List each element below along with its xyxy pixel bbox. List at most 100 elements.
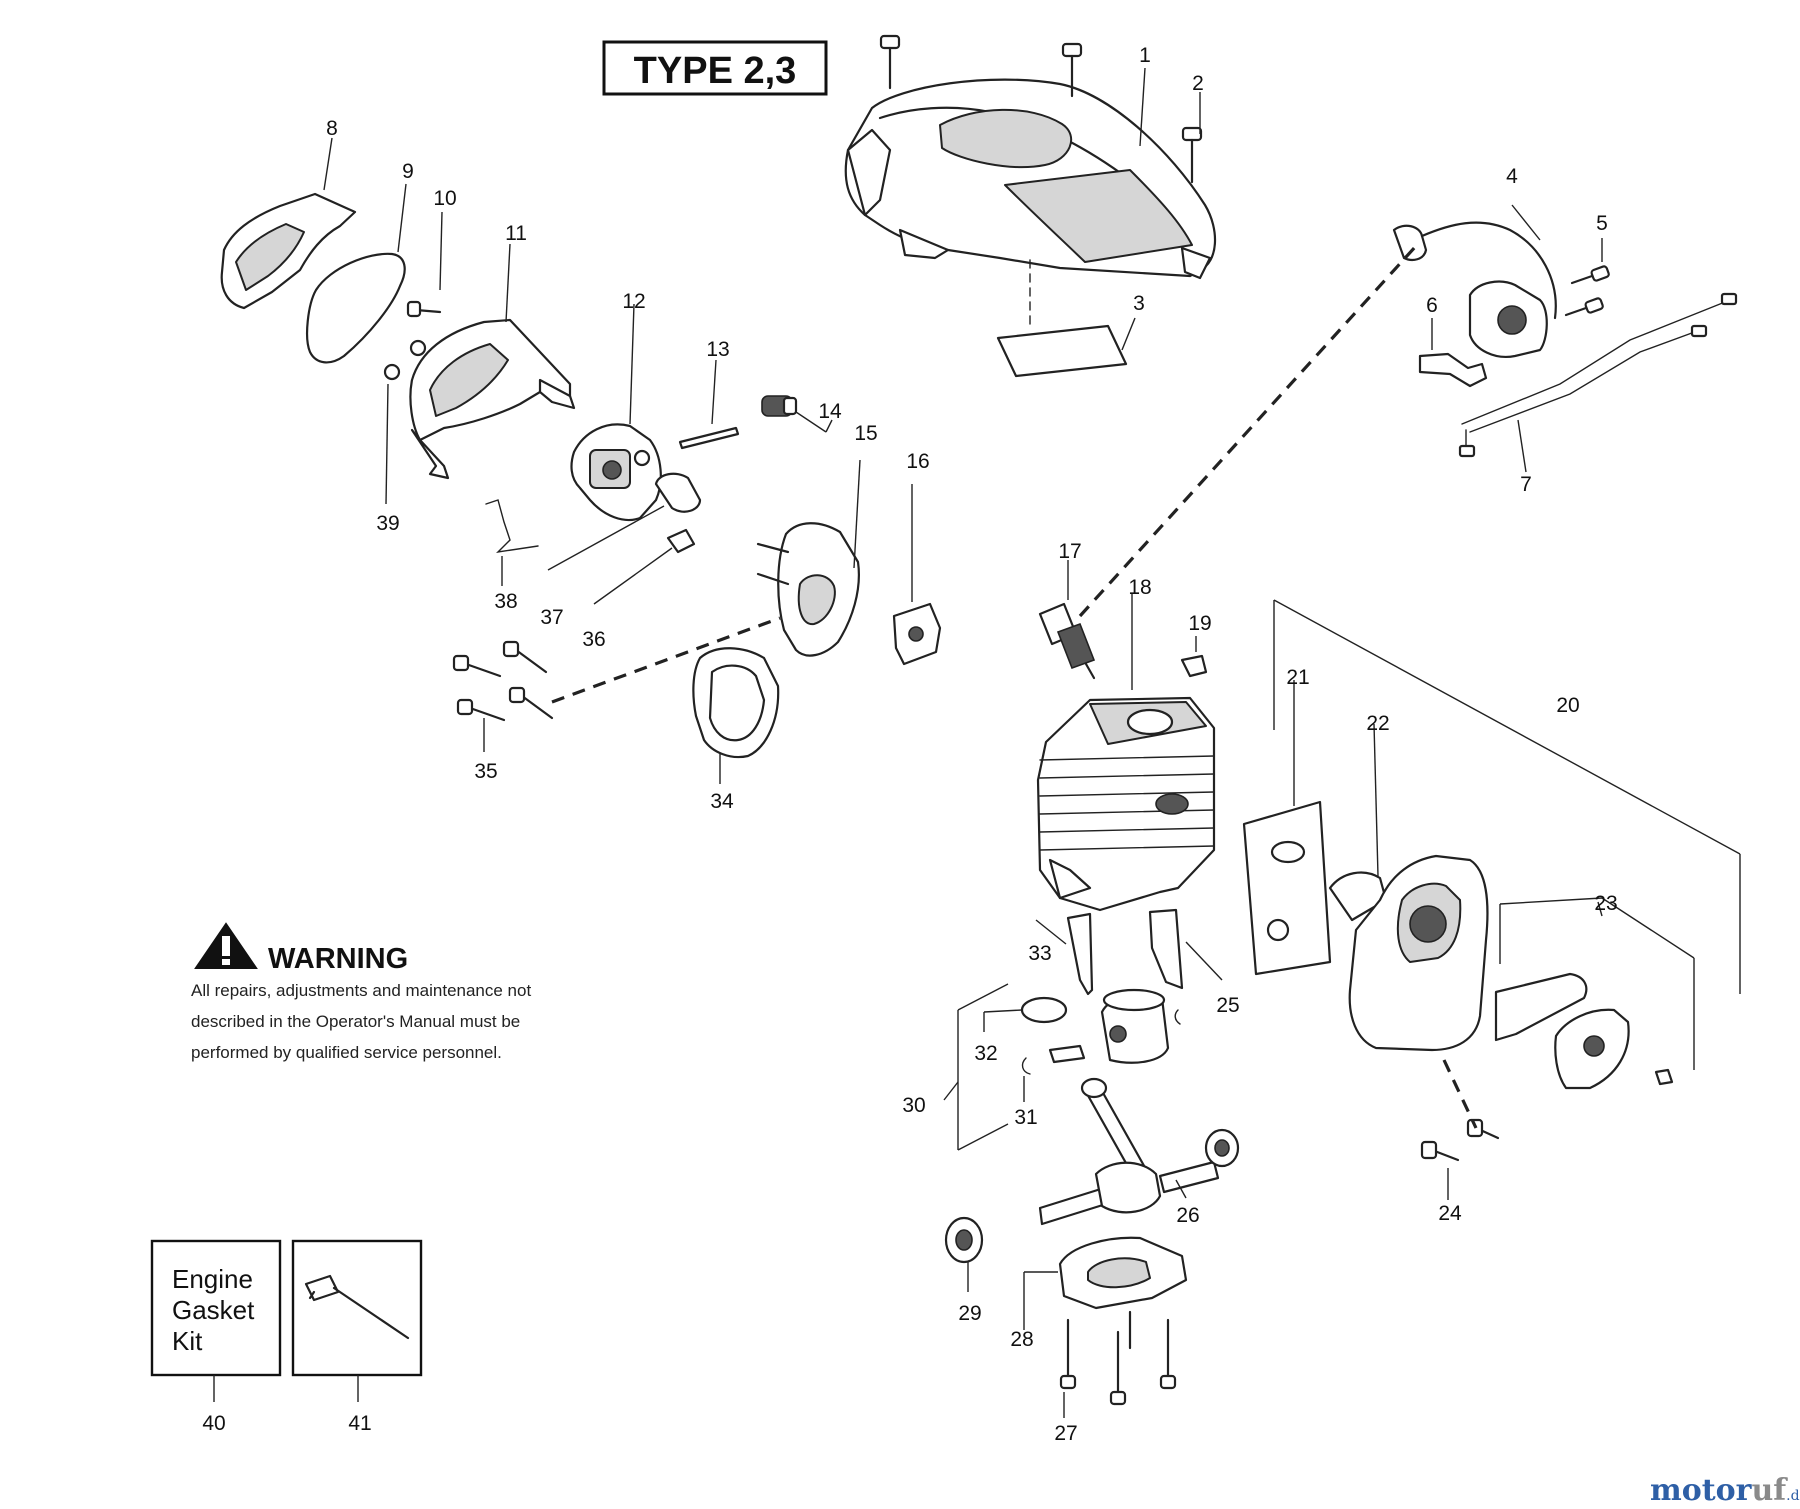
label-23: 23 [1594, 892, 1617, 915]
label-29: 29 [958, 1302, 981, 1325]
part-40-gasket-kit-box: Engine Gasket Kit [150, 1239, 282, 1402]
part-15-intake-plate [756, 459, 861, 657]
part-31-circlip [1021, 1057, 1031, 1102]
label-40: 40 [202, 1412, 225, 1435]
part-20-muffler-bracket-lines [1273, 599, 1741, 994]
label-22: 22 [1366, 712, 1389, 735]
label-41: 41 [348, 1412, 371, 1435]
label-17: 17 [1058, 540, 1081, 563]
part-14-primer [761, 395, 833, 433]
part-17-spark-plug [1038, 560, 1096, 680]
part-34-boot [692, 647, 780, 784]
part-10-screw [406, 211, 443, 318]
label-36: 36 [582, 628, 605, 651]
label-32: 32 [974, 1042, 997, 1065]
part-26-bearing [1204, 1128, 1240, 1168]
part-13-rod [678, 359, 740, 450]
warning-line-2: described in the Operator's Manual must … [191, 1012, 520, 1031]
label-11: 11 [505, 222, 527, 245]
gasket-kit-line-2: Gasket [172, 1295, 255, 1325]
part-8-air-filter-cover [220, 137, 357, 310]
part-19-clip [1180, 636, 1208, 678]
part-22-muffler [1328, 723, 1489, 1052]
label-10: 10 [433, 187, 456, 210]
label-14: 14 [818, 400, 842, 423]
gasket-kit-line-3: Kit [172, 1326, 203, 1356]
part-1-bolts [879, 34, 1083, 98]
label-28: 28 [1010, 1328, 1033, 1351]
label-31: 31 [1014, 1106, 1037, 1129]
part-11-air-box [409, 243, 576, 480]
label-21: 21 [1286, 666, 1309, 689]
part-4-ignition-module [1392, 204, 1557, 358]
part-41-tool-box [291, 1239, 423, 1402]
label-8: 8 [326, 117, 338, 140]
part-18-cylinder [1036, 594, 1216, 912]
part-16-gasket [892, 484, 942, 666]
part-3-decal [996, 317, 1136, 378]
label-20: 20 [1556, 694, 1579, 717]
gasket-kit-line-1: Engine [172, 1264, 253, 1294]
label-39: 39 [376, 512, 399, 535]
part-number-labels: 1 2 3 4 5 6 7 8 9 10 11 12 13 14 15 16 1… [202, 44, 1617, 1445]
part-30-piston-group-bracket [943, 983, 1009, 1151]
dashed-line-35-15 [551, 616, 781, 704]
label-33: 33 [1028, 942, 1051, 965]
label-1: 1 [1139, 44, 1151, 67]
part-36-gasket [593, 528, 696, 605]
watermark: motoruf.de [1650, 1473, 1800, 1508]
part-1-top-cover [844, 78, 1217, 331]
part-7-wiring [1458, 292, 1738, 473]
leader-1 [1139, 67, 1146, 147]
label-37: 37 [540, 606, 563, 629]
label-38: 38 [494, 590, 517, 613]
label-5: 5 [1596, 212, 1608, 235]
label-2: 2 [1192, 72, 1204, 95]
label-24: 24 [1438, 1202, 1462, 1225]
label-3: 3 [1133, 292, 1145, 315]
part-32-piston-ring [983, 996, 1068, 1032]
part-2-bolt [1181, 92, 1203, 184]
label-34: 34 [710, 790, 734, 813]
label-25: 25 [1216, 994, 1239, 1017]
label-30: 30 [902, 1094, 925, 1117]
part-piston [1048, 988, 1181, 1064]
part-39-nuts [383, 339, 427, 505]
label-15: 15 [854, 422, 877, 445]
part-12-carburetor [570, 303, 662, 522]
type-label-box: TYPE 2,3 [602, 40, 828, 96]
dashed-line-17-4 [1078, 244, 1418, 618]
part-5-screws [1564, 238, 1610, 317]
label-9: 9 [402, 160, 414, 183]
label-6: 6 [1426, 294, 1438, 317]
part-21-muffler-gasket [1242, 680, 1332, 976]
label-18: 18 [1128, 576, 1151, 599]
part-27-bolts [1059, 1310, 1177, 1418]
part-23-spark-arrestor [1494, 897, 1695, 1090]
type-label: TYPE 2,3 [634, 50, 797, 92]
label-19: 19 [1188, 612, 1211, 635]
part-25-gasket [1148, 908, 1223, 990]
part-9-air-filter [306, 183, 407, 364]
part-33-gasket [1035, 912, 1094, 996]
label-13: 13 [706, 338, 729, 361]
label-35: 35 [474, 760, 497, 783]
part-35-bolts [452, 640, 554, 752]
part-28-crankcase-cover [1023, 1236, 1188, 1330]
label-27: 27 [1054, 1422, 1077, 1445]
part-24-bolts [1420, 1059, 1500, 1200]
part-6-bracket [1418, 318, 1488, 388]
part-37-spacer [547, 472, 702, 571]
part-29-bearing [944, 1216, 984, 1292]
part-26-crankshaft [1038, 1077, 1220, 1226]
warning-block: WARNING All repairs, adjustments and mai… [191, 922, 531, 1062]
label-7: 7 [1520, 473, 1532, 496]
label-16: 16 [906, 450, 929, 473]
part-38-linkage [485, 499, 539, 586]
label-4: 4 [1506, 165, 1518, 188]
warning-line-1: All repairs, adjustments and maintenance… [191, 981, 531, 1000]
warning-title: WARNING [268, 943, 408, 975]
label-12: 12 [622, 290, 645, 313]
label-26: 26 [1176, 1204, 1199, 1227]
